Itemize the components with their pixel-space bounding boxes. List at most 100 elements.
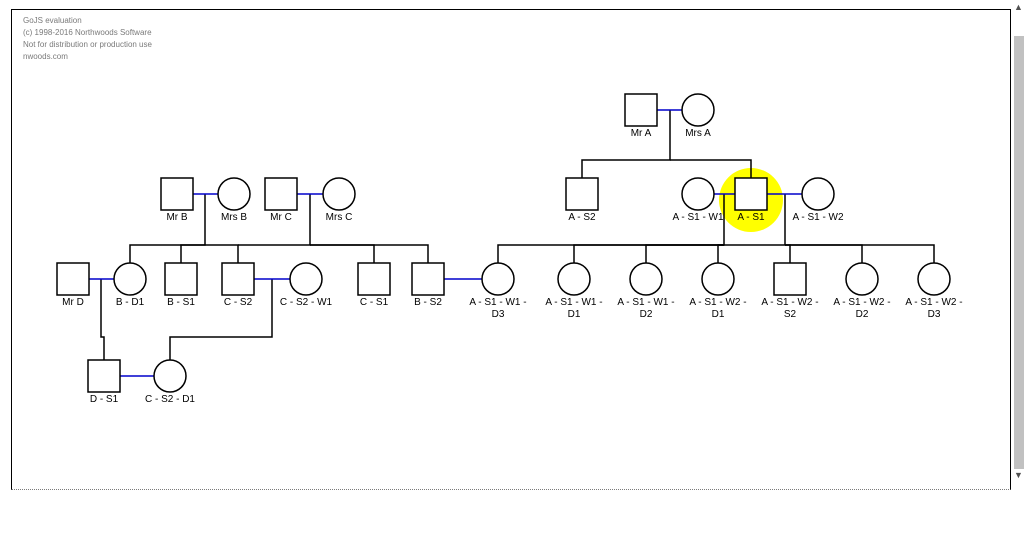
male-square-shape bbox=[773, 262, 807, 296]
female-circle-shape bbox=[113, 262, 147, 296]
diagram-canvas[interactable] bbox=[11, 9, 1011, 490]
parent-child-link bbox=[100, 279, 105, 360]
person-node-aS1W1D2[interactable]: A - S1 - W1 -D2 bbox=[617, 262, 675, 320]
parent-child-link bbox=[310, 244, 429, 263]
person-name-label: Mr A bbox=[631, 128, 652, 139]
parent-child-link bbox=[785, 244, 791, 263]
genogram-diagram: Mr A Mrs A A - S2 A - S1 - W1 A - S1 A - S1 -… bbox=[56, 93, 963, 405]
person-node-dS1[interactable]: D - S1 bbox=[87, 359, 121, 405]
female-circle-shape bbox=[701, 262, 735, 296]
person-node-bD1[interactable]: B - D1 bbox=[113, 262, 147, 308]
person-node-cS2[interactable]: C - S2 bbox=[221, 262, 255, 308]
person-node-aS1W2D2[interactable]: A - S1 - W2 -D2 bbox=[833, 262, 891, 320]
parent-child-link bbox=[645, 244, 724, 263]
person-name-label: Mr D bbox=[62, 297, 84, 308]
person-name-label: B - S2 bbox=[414, 297, 442, 308]
person-node-mrA[interactable]: Mr A bbox=[624, 93, 658, 139]
parent-child-link bbox=[670, 159, 752, 178]
person-node-cS2D1[interactable]: C - S2 - D1 bbox=[145, 359, 195, 405]
female-circle-shape bbox=[681, 177, 715, 211]
person-name-label: Mr B bbox=[166, 212, 187, 223]
person-node-aS1W2S2[interactable]: A - S1 - W2 -S2 bbox=[761, 262, 819, 320]
parent-child-link bbox=[205, 244, 239, 263]
person-node-aS1W1D3[interactable]: A - S1 - W1 -D3 bbox=[469, 262, 527, 320]
person-node-aS1W2[interactable]: A - S1 - W2 bbox=[792, 177, 844, 223]
person-node-aS1W2D3[interactable]: A - S1 - W2 -D3 bbox=[905, 262, 963, 320]
parent-child-link bbox=[717, 244, 724, 263]
female-circle-shape bbox=[289, 262, 323, 296]
person-node-cS1[interactable]: C - S1 bbox=[357, 262, 391, 308]
links-layer bbox=[89, 109, 935, 377]
person-name-label: A - S1 - W2 bbox=[792, 212, 844, 223]
male-square-shape bbox=[734, 177, 768, 211]
female-circle-shape bbox=[557, 262, 591, 296]
male-square-shape bbox=[357, 262, 391, 296]
person-name-label: Mrs A bbox=[685, 128, 711, 139]
scrollbar-thumb[interactable] bbox=[1014, 36, 1024, 469]
person-node-aS1W2D1[interactable]: A - S1 - W2 -D1 bbox=[689, 262, 747, 320]
male-square-shape bbox=[624, 93, 658, 127]
nodes-layer: Mr A Mrs A A - S2 A - S1 - W1 A - S1 A - S1 -… bbox=[56, 93, 963, 405]
person-node-mrsA[interactable]: Mrs A bbox=[681, 93, 715, 139]
person-name-label: C - S1 bbox=[360, 297, 389, 308]
male-square-shape bbox=[87, 359, 121, 393]
female-circle-shape bbox=[481, 262, 515, 296]
male-square-shape bbox=[264, 177, 298, 211]
male-square-shape bbox=[164, 262, 198, 296]
person-name-label: A - S1 - W1 -D3 bbox=[469, 297, 526, 320]
evaluation-watermark: GoJS evaluation (c) 1998-2016 Northwoods… bbox=[23, 15, 152, 63]
person-name-label: A - S1 - W1 -D1 bbox=[545, 297, 602, 320]
male-square-shape bbox=[565, 177, 599, 211]
male-square-shape bbox=[160, 177, 194, 211]
person-node-mrsC[interactable]: Mrs C bbox=[322, 177, 356, 223]
female-circle-shape bbox=[917, 262, 951, 296]
person-name-label: Mrs B bbox=[221, 212, 247, 223]
person-name-label: A - S1 bbox=[737, 212, 765, 223]
female-circle-shape bbox=[217, 177, 251, 211]
person-name-label: A - S1 - W2 -D2 bbox=[833, 297, 890, 320]
person-node-cS2W1[interactable]: C - S2 - W1 bbox=[280, 262, 333, 308]
person-name-label: D - S1 bbox=[90, 394, 119, 405]
person-name-label: C - S2 bbox=[224, 297, 253, 308]
person-name-label: C - S2 - D1 bbox=[145, 394, 195, 405]
person-node-aS1W1[interactable]: A - S1 - W1 bbox=[672, 177, 724, 223]
person-node-aS1[interactable]: A - S1 bbox=[734, 177, 768, 223]
person-node-aS1W1D1[interactable]: A - S1 - W1 -D1 bbox=[545, 262, 603, 320]
person-node-bS2[interactable]: B - S2 bbox=[411, 262, 445, 308]
female-circle-shape bbox=[845, 262, 879, 296]
person-node-bS1[interactable]: B - S1 bbox=[164, 262, 198, 308]
person-name-label: A - S1 - W1 -D2 bbox=[617, 297, 674, 320]
female-circle-shape bbox=[629, 262, 663, 296]
male-square-shape bbox=[411, 262, 445, 296]
parent-child-link bbox=[169, 279, 273, 360]
female-circle-shape bbox=[681, 93, 715, 127]
person-name-label: A - S1 - W2 -D3 bbox=[905, 297, 962, 320]
parent-child-link bbox=[785, 244, 863, 263]
female-circle-shape bbox=[322, 177, 356, 211]
parent-child-link bbox=[581, 110, 671, 178]
person-node-mrC[interactable]: Mr C bbox=[264, 177, 298, 223]
vertical-scrollbar[interactable]: ▲ ▼ bbox=[1013, 0, 1024, 490]
male-square-shape bbox=[56, 262, 90, 296]
person-name-label: C - S2 - W1 bbox=[280, 297, 333, 308]
person-name-label: A - S1 - W1 bbox=[672, 212, 724, 223]
person-node-mrD[interactable]: Mr D bbox=[56, 262, 90, 308]
parent-child-link bbox=[310, 244, 375, 263]
parent-child-link bbox=[785, 244, 935, 263]
person-node-mrB[interactable]: Mr B bbox=[160, 177, 194, 223]
scroll-down-arrow-icon[interactable]: ▼ bbox=[1014, 470, 1023, 480]
person-name-label: Mrs C bbox=[326, 212, 353, 223]
watermark-line-3: Not for distribution or production use bbox=[23, 40, 152, 49]
parent-child-link bbox=[129, 194, 206, 263]
scroll-up-arrow-icon[interactable]: ▲ bbox=[1014, 2, 1023, 12]
person-node-mrsB[interactable]: Mrs B bbox=[217, 177, 251, 223]
male-square-shape bbox=[221, 262, 255, 296]
person-name-label: A - S2 bbox=[568, 212, 596, 223]
person-node-aS2[interactable]: A - S2 bbox=[565, 177, 599, 223]
parent-child-link bbox=[180, 244, 205, 263]
parent-child-link bbox=[573, 244, 724, 263]
watermark-line-1: GoJS evaluation bbox=[23, 16, 82, 25]
person-name-label: B - D1 bbox=[116, 297, 145, 308]
person-name-label: A - S1 - W2 -S2 bbox=[761, 297, 818, 320]
watermark-line-2: (c) 1998-2016 Northwoods Software bbox=[23, 28, 152, 37]
